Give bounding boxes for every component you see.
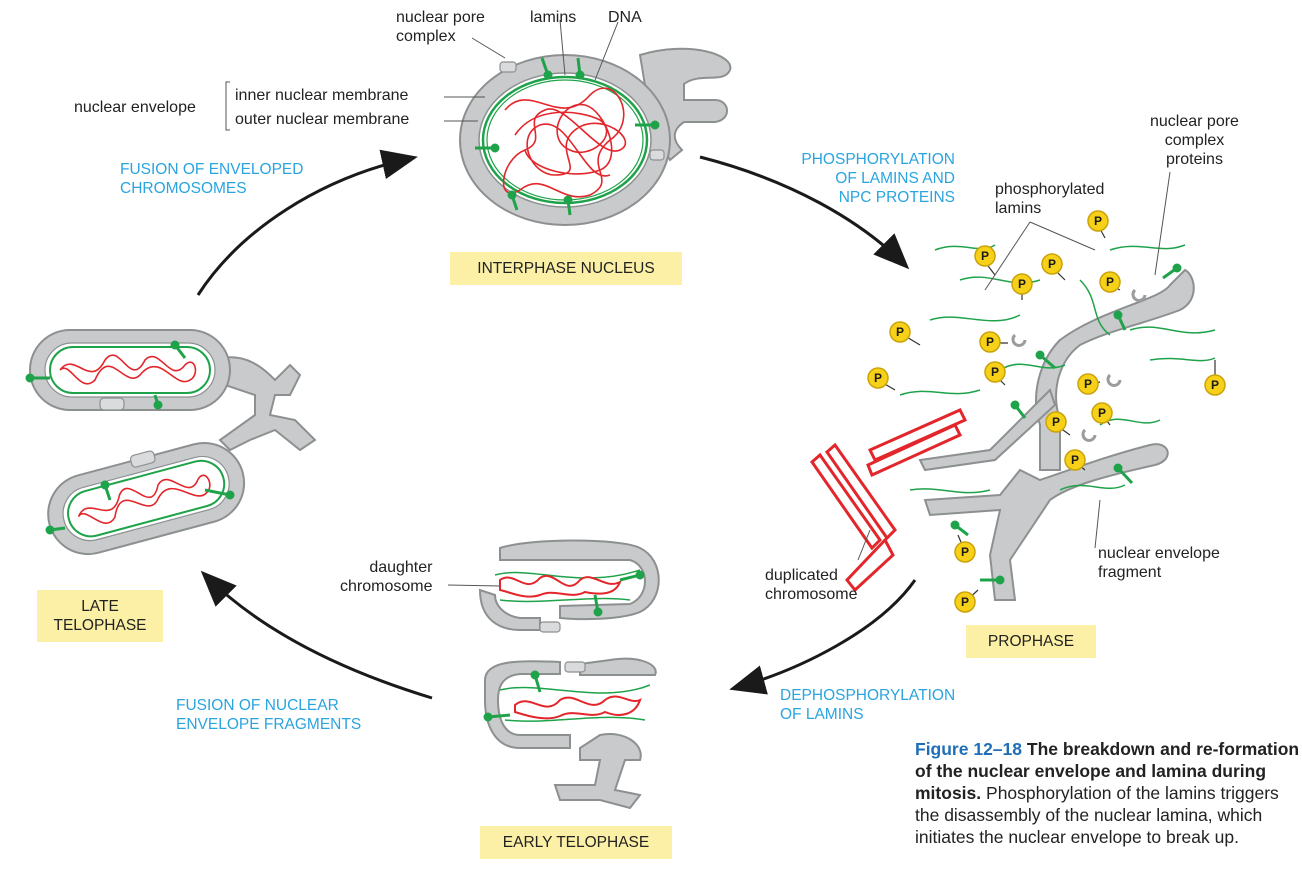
phosphate-label: P — [1018, 277, 1026, 291]
phosphorylated-lamins-label: phosphorylated lamins — [995, 181, 1105, 217]
daughter-chromosome-label: daughter chromosome — [340, 559, 433, 595]
nuclear-pore-complex-label: nuclear pore complex — [396, 9, 485, 45]
phosphate-label: P — [1098, 406, 1106, 420]
arrow-to-interphase — [196, 149, 418, 296]
early-telophase-stage: EARLY TELOPHASE — [480, 826, 672, 859]
late-telophase-stage: LATE TELOPHASE — [37, 590, 163, 642]
prophase-stage: PROPHASE — [966, 625, 1096, 658]
phosphorylation-label: PHOSPHORYLATION OF LAMINS AND NPC PROTEI… — [801, 151, 955, 206]
interphase-nucleus-stage: INTERPHASE NUCLEUS — [450, 252, 682, 285]
arrow-to-prophase — [699, 155, 910, 270]
phosphate-label: P — [1084, 377, 1092, 391]
prophase-fragments — [810, 244, 1216, 601]
phosphate-label: P — [1071, 453, 1079, 467]
figure-body: Phosphorylation of the lamins triggers t… — [915, 783, 1279, 847]
fusion-envelope-fragments-label: FUSION OF NUCLEAR ENVELOPE FRAGMENTS — [176, 697, 362, 733]
duplicated-chromosome-shape — [810, 408, 968, 593]
nuclear-envelope-fragment-label: nuclear envelope fragment — [1098, 545, 1220, 581]
phosphate-label: P — [1052, 415, 1060, 429]
phosphate-label: P — [986, 335, 994, 349]
duplicated-chromosome-label: duplicated chromosome — [765, 567, 858, 603]
outer-nuclear-membrane-label: outer nuclear membrane — [235, 111, 410, 128]
figure-caption: Figure 12–18 The breakdown and re-format… — [915, 738, 1300, 848]
phosphate-label: P — [1048, 257, 1056, 271]
early-telophase-lower — [483, 657, 657, 810]
dna-label: DNA — [608, 9, 642, 26]
arrow-to-late-telophase — [200, 570, 433, 700]
phosphate-label: P — [961, 595, 969, 609]
phosphate-label: P — [1106, 275, 1114, 289]
late-telophase — [25, 329, 317, 556]
figure-number: Figure 12–18 — [915, 739, 1022, 759]
figure-title: The breakdown and re-formation of the nu… — [915, 739, 1300, 803]
arrow-to-early-telophase — [729, 579, 917, 695]
leader-lines — [225, 19, 1171, 587]
early-telophase-upper — [478, 539, 660, 633]
phosphate-label: P — [1211, 378, 1219, 392]
nuclear-envelope-label: nuclear envelope — [74, 99, 196, 116]
phosphate-label: P — [991, 365, 999, 379]
fusion-enveloped-chromosomes-label: FUSION OF ENVELOPED CHROMOSOMES — [120, 161, 304, 197]
phosphate-label: P — [874, 371, 882, 385]
dephosphorylation-label: DEPHOSPHORYLATION OF LAMINS — [780, 687, 956, 723]
phosphate-label: P — [1094, 214, 1102, 228]
npc-proteins-label: nuclear pore complex proteins — [1150, 113, 1239, 168]
interphase-nucleus — [459, 47, 732, 226]
phosphate-label: P — [961, 545, 969, 559]
inner-nuclear-membrane-label: inner nuclear membrane — [235, 87, 409, 104]
lamins-label: lamins — [530, 9, 577, 26]
phosphate-groups: P P P P P P P P P P P P P P P P — [867, 210, 1226, 613]
cycle-arrows — [196, 149, 917, 700]
phosphate-label: P — [981, 249, 989, 263]
phosphate-label: P — [896, 325, 904, 339]
